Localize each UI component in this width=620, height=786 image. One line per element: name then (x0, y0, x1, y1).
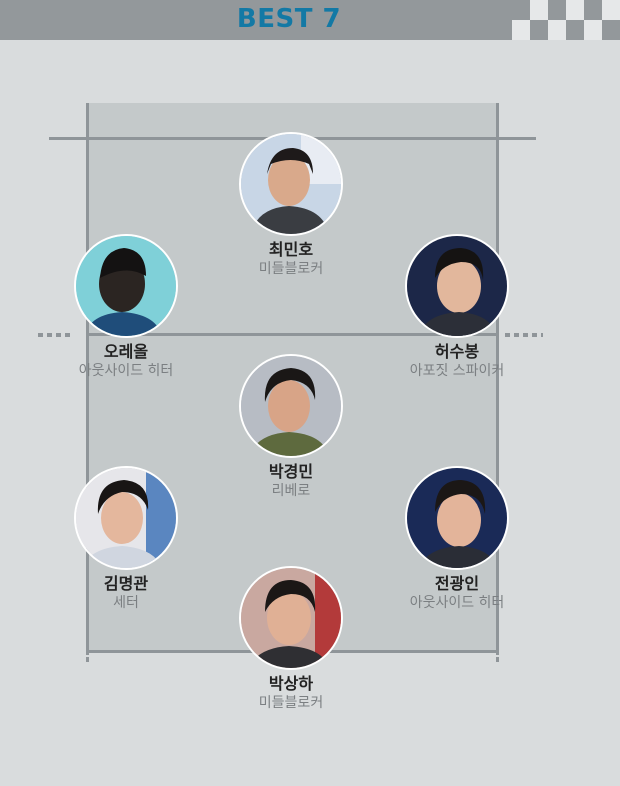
court-center-line (86, 333, 499, 336)
player-photo (239, 566, 343, 670)
player-name: 전광인 (434, 574, 480, 593)
player-photo (239, 354, 343, 458)
player-name: 박경민 (268, 462, 314, 481)
player-photo (405, 234, 509, 338)
checker-pattern (512, 0, 620, 40)
player-name: 박상하 (268, 674, 314, 693)
player-card: 허수봉 아포짓 스파이커 (377, 234, 537, 380)
player-card: 박경민 리베로 (211, 354, 371, 500)
corner-mark-right (496, 657, 499, 662)
court-left-line (86, 103, 89, 655)
player-card: 전광인 아웃사이드 히터 (377, 466, 537, 612)
player-name: 김명관 (103, 574, 149, 593)
corner-mark-left (86, 657, 89, 662)
player-position: 리베로 (271, 483, 311, 499)
player-position: 아포짓 스파이커 (409, 363, 505, 379)
player-photo (74, 234, 178, 338)
player-card: 박상하 미들블로커 (211, 566, 371, 712)
player-photo (405, 466, 509, 570)
player-position: 아웃사이드 히터 (78, 363, 174, 379)
player-position: 미들블로커 (258, 261, 324, 277)
center-line-dots-left (38, 333, 74, 337)
player-card: 김명관 세터 (46, 466, 206, 612)
player-card: 오레올 아웃사이드 히터 (46, 234, 206, 380)
header-bar: BEST 7 (0, 0, 620, 40)
court-right-line (496, 103, 499, 655)
center-line-dots-right (505, 333, 543, 337)
player-name: 오레올 (103, 342, 149, 361)
player-name: 허수봉 (434, 342, 480, 361)
player-name: 최민호 (268, 240, 314, 259)
player-photo (74, 466, 178, 570)
player-position: 미들블로커 (258, 695, 324, 711)
player-photo (239, 132, 343, 236)
page-title: BEST 7 (236, 4, 342, 34)
player-position: 아웃사이드 히터 (409, 595, 505, 611)
player-position: 세터 (113, 595, 139, 611)
player-card: 최민호 미들블로커 (211, 132, 371, 278)
